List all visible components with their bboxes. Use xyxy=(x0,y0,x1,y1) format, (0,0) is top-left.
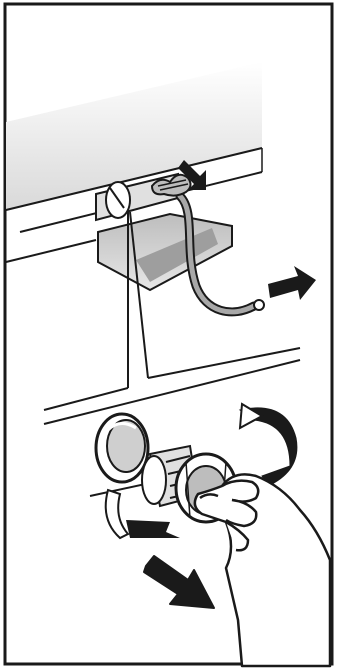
pump-filter-cap-icon xyxy=(96,414,148,482)
hatch-filter-knob-icon xyxy=(106,182,130,218)
